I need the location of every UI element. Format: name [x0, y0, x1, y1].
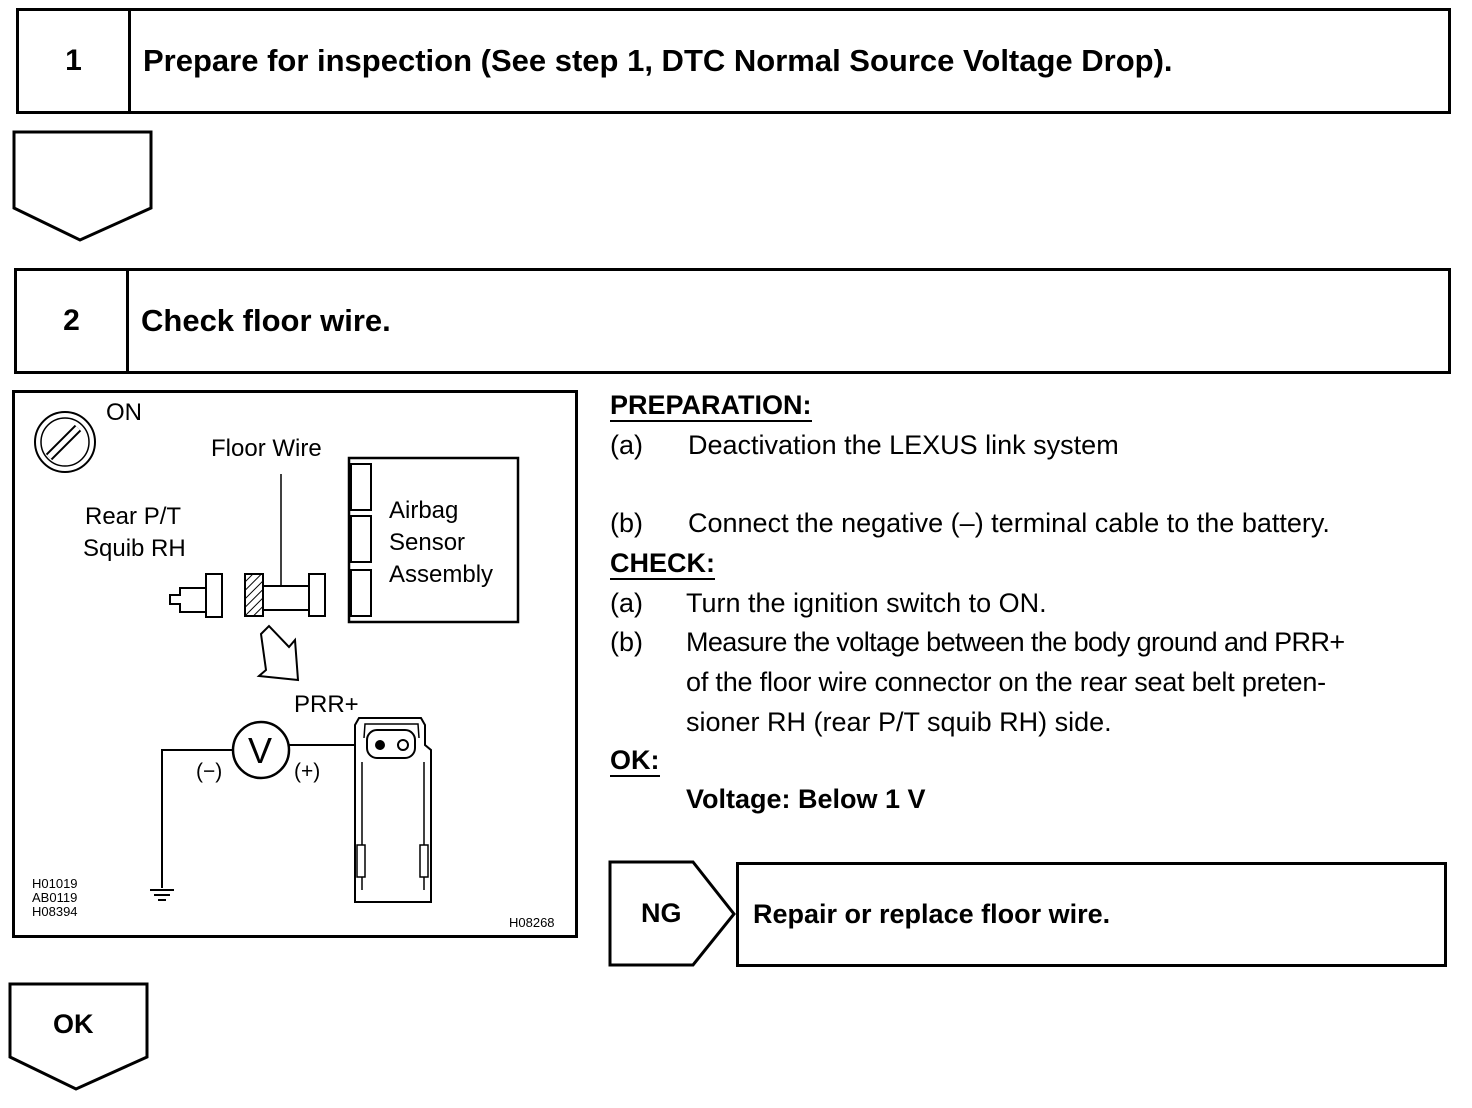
voltmeter-icon: V: [231, 720, 291, 780]
squib-label-line2: Squib RH: [83, 535, 186, 562]
figure-code-2: AB0119: [32, 890, 77, 905]
ok-label: OK: [53, 1009, 94, 1039]
step-2-number: 2: [17, 271, 129, 371]
airbag-sensor-assembly-icon: [347, 456, 520, 624]
ignition-key-icon: [34, 411, 96, 473]
ok-spec-header: OK:: [610, 745, 660, 777]
figure-code-3: H08394: [32, 904, 78, 919]
airbag-label-line2: Sensor: [389, 529, 465, 556]
squib-connector-icon: [169, 573, 223, 618]
terminal-prr-label: PRR+: [294, 691, 359, 718]
positive-probe-label: (+): [294, 760, 320, 783]
check-header: CHECK:: [610, 548, 715, 580]
preparation-b-text: Connect the negative (–) terminal cable …: [688, 508, 1330, 538]
preparation-b-label: (b): [610, 508, 643, 538]
airbag-label-line1: Airbag: [389, 497, 458, 524]
ng-action-box: Repair or replace floor wire.: [736, 862, 1447, 967]
step-1-number: 1: [19, 11, 131, 111]
figure-code-1: H01019: [32, 876, 78, 891]
ok-arrow-box: [8, 982, 149, 1091]
check-b-line2: of the floor wire connector on the rear …: [686, 667, 1326, 697]
ng-action-text: Repair or replace floor wire.: [753, 899, 1111, 929]
squib-label-line1: Rear P/T: [85, 503, 181, 530]
floor-wire-connector-icon: [244, 573, 326, 617]
check-b-label: (b): [610, 627, 643, 657]
preparation-a-text: Deactivation the LEXUS link system: [688, 430, 1119, 460]
step-1-box: 1 Prepare for inspection (See step 1, DT…: [16, 8, 1451, 114]
check-a-label: (a): [610, 588, 643, 618]
step-2-title: Check floor wire.: [141, 303, 391, 338]
voltmeter-symbol: V: [248, 730, 272, 771]
arrow-down-right-icon: [256, 624, 300, 682]
step-2-box: 2 Check floor wire.: [14, 268, 1451, 374]
check-a-text: Turn the ignition switch to ON.: [686, 588, 1047, 618]
airbag-label-line3: Assembly: [389, 561, 493, 588]
check-b-line3: sioner RH (rear P/T squib RH) side.: [686, 707, 1112, 737]
ok-spec-value: Voltage: Below 1 V: [686, 784, 926, 814]
flow-arrow-icon: [12, 130, 153, 242]
negative-probe-label: (−): [196, 760, 222, 783]
ignition-on-label: ON: [106, 399, 142, 426]
ng-arrow-box: [608, 860, 736, 967]
ng-label: NG: [641, 898, 682, 928]
wiring-diagram: ON Floor Wire Rear P/T Squib RH Airbag S…: [12, 390, 578, 938]
pretensioner-connector-icon: [354, 717, 432, 903]
floor-wire-label: Floor Wire: [211, 435, 322, 462]
step-1-title: Prepare for inspection (See step 1, DTC …: [143, 43, 1173, 78]
ground-icon: [150, 889, 174, 901]
preparation-a-label: (a): [610, 430, 643, 460]
preparation-header: PREPARATION:: [610, 390, 812, 422]
check-b-line1: Measure the voltage between the body gro…: [686, 627, 1345, 657]
figure-code-4: H08268: [509, 915, 555, 930]
